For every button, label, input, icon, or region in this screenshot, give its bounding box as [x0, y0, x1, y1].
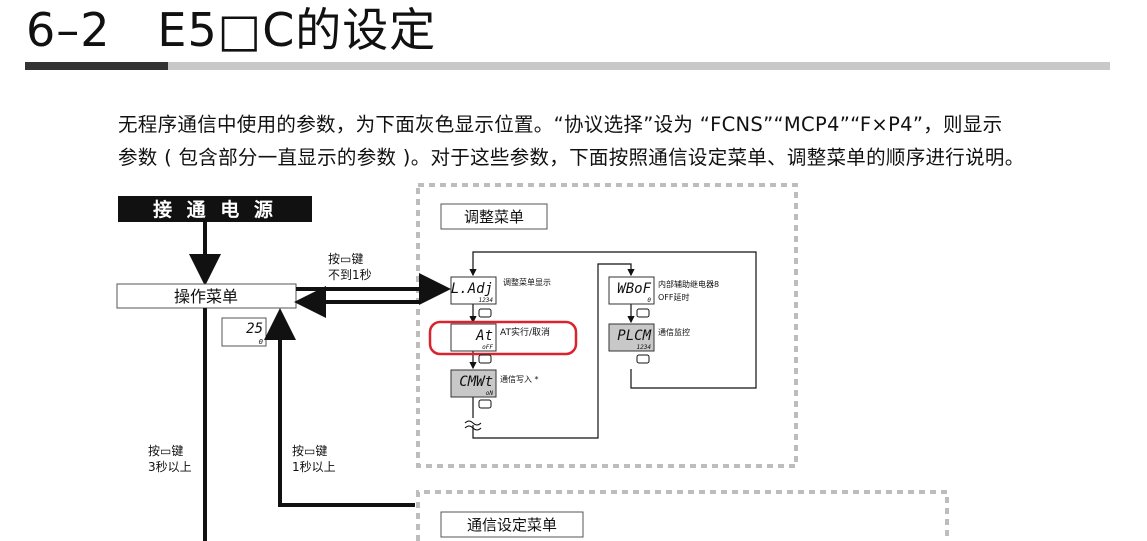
- diagram-shape: [636, 308, 650, 318]
- param-plcm: PLCM 1234 通信监控: [608, 323, 690, 352]
- diagram-shape: [469, 251, 757, 389]
- diagram-text: PLCM: [617, 328, 651, 344]
- diagram-shape: [608, 276, 655, 305]
- diagram-shape: [472, 263, 635, 439]
- key-label: 按▭键: [292, 444, 327, 458]
- diagram-shape: [478, 354, 492, 364]
- mode-key-icon: [478, 308, 650, 409]
- diagram-text: 内部辅助继电器8: [658, 279, 719, 289]
- comm-menu-title-box: [440, 511, 584, 538]
- param-ladj: L.Adj 1234 调整菜单显示: [450, 276, 551, 305]
- key-label: 按▭键: [148, 444, 183, 458]
- diagram-shape: [608, 323, 655, 352]
- display-value: 25: [246, 321, 263, 337]
- display-sub: 0: [259, 338, 263, 346]
- diagram-text: 1234: [637, 344, 652, 351]
- intro-line-1: 无程序通信中使用的参数，为下面灰色显示位置。“协议选择”设为 “FCNS”“MC…: [118, 113, 1003, 136]
- param-cmwt: CMWt oN 通信写入 *: [450, 369, 539, 398]
- operation-display: [221, 317, 267, 347]
- power-on-box: [118, 196, 312, 222]
- arrow-from-comm: [264, 308, 415, 507]
- param-wbof: WBoF 0 内部辅助继电器8 OFF延时: [608, 276, 719, 305]
- adjust-menu-title-box: [440, 203, 548, 230]
- diagram-shape: [478, 399, 492, 409]
- title-rule-dark: [25, 62, 168, 70]
- diagram-shape: [450, 369, 497, 398]
- operation-menu-label: 操作菜单: [174, 287, 238, 306]
- diagram-text: oFF: [482, 344, 493, 351]
- diagram-text: oN: [486, 390, 494, 397]
- adjust-menu-frame: [416, 183, 798, 468]
- diagram-text: 1234: [479, 297, 494, 304]
- diagram-shape: [464, 420, 482, 431]
- key-label: 按▭键: [328, 252, 363, 266]
- adjust-menu-title: 调整菜单: [464, 208, 524, 226]
- diagram-text: 0: [647, 297, 651, 304]
- title-rule-gray: [168, 62, 1110, 70]
- diagram-text: At: [475, 328, 493, 344]
- section-title: 6–2 E5□C的设定: [26, 3, 437, 57]
- key-label: 1秒以上: [292, 460, 336, 474]
- key-label: 3秒以上: [148, 460, 192, 474]
- diagram-shape: [478, 308, 492, 318]
- param-at: At oFF AT实行/取消: [428, 320, 578, 356]
- diagram-text: OFF延时: [658, 292, 690, 302]
- diagram-text: WBoF: [617, 281, 651, 297]
- diagram-text: 通信监控: [658, 327, 690, 337]
- diagram-shape: [450, 323, 497, 352]
- diagram-text: 调整菜单显示: [503, 277, 551, 287]
- diagram-shape: [636, 354, 650, 364]
- comm-menu-title: 通信设定菜单: [467, 516, 557, 534]
- diagram-text: 通信写入 *: [500, 374, 539, 384]
- power-on-label: 接 通 电 源: [153, 198, 277, 221]
- diagram-text: CMWt: [459, 374, 493, 390]
- diagram-text: L.Adj: [451, 281, 493, 297]
- comm-menu-frame: [416, 490, 949, 541]
- key-label: 不到1秒: [328, 268, 372, 282]
- intro-line-2: 参数 ( 包含部分一直显示的参数 )。对于这些参数，下面按照通信设定菜单、调整菜…: [118, 146, 1025, 169]
- diagram-text: AT实行/取消: [500, 326, 550, 338]
- highlight-oval: [428, 320, 578, 356]
- diagram-shape: [450, 276, 497, 305]
